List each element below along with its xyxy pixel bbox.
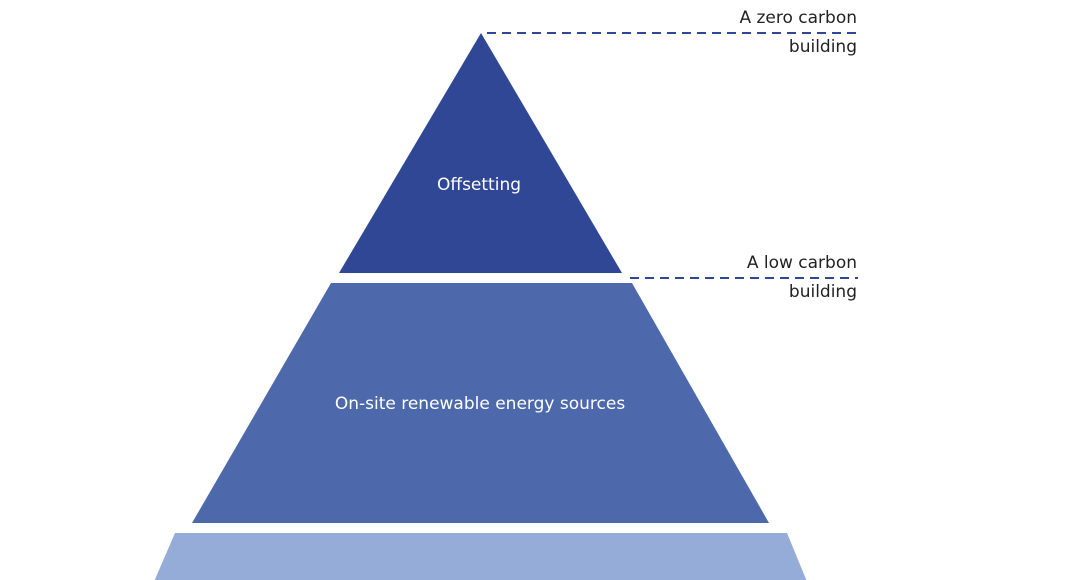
zero-carbon-line1: A zero carbon [739,8,857,28]
low-carbon-label: A low carbon building [747,249,857,307]
renewables-label: On-site renewable energy sources [334,394,626,414]
offsetting-label: Offsetting [436,175,522,195]
low-carbon-line2: building [788,282,857,302]
zero-carbon-line2: building [788,37,857,57]
pyramid-level-offsetting [339,33,622,273]
pyramid-level-base [154,533,807,580]
pyramid-level-renewables [192,283,769,523]
low-carbon-line1: A low carbon [746,253,857,273]
zero-carbon-label: A zero carbon building [739,4,857,62]
